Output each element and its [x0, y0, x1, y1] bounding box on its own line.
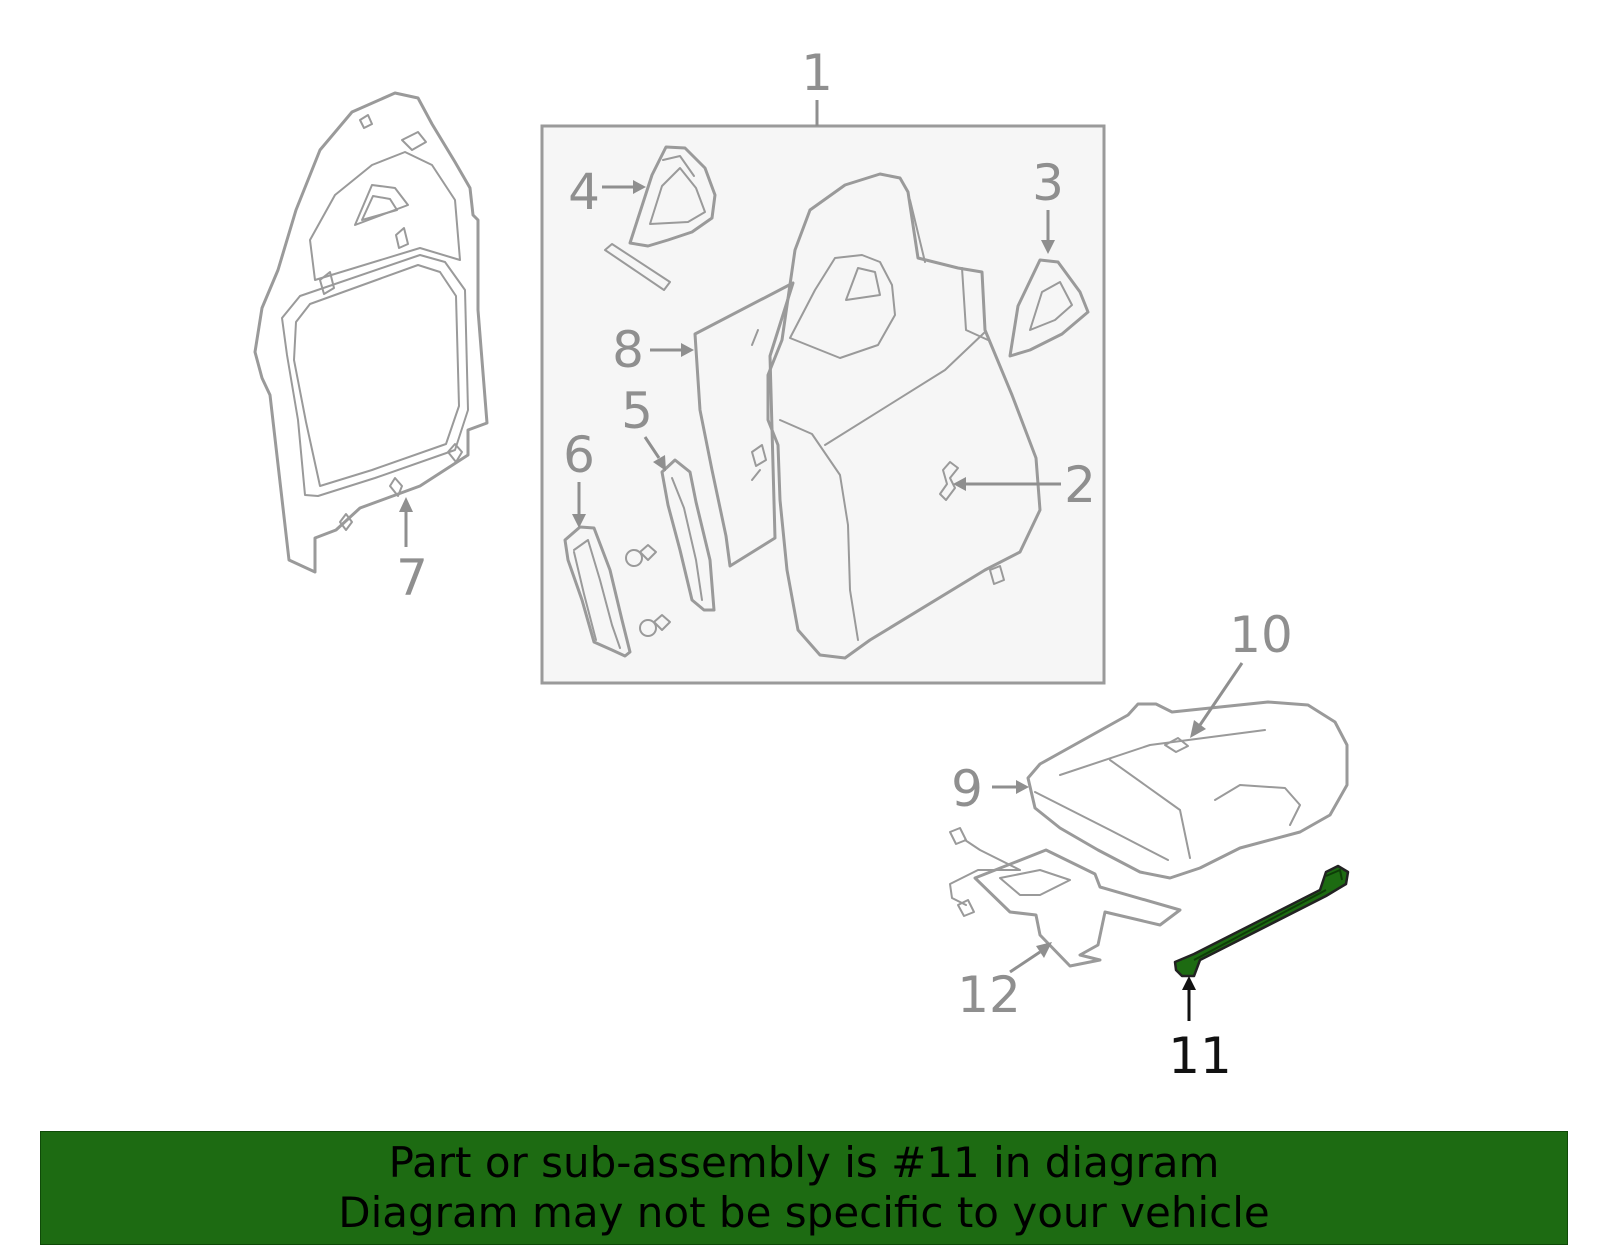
part-7-back-panel[interactable] — [253, 91, 489, 574]
callout-12[interactable]: 12 — [957, 966, 1021, 1024]
part-12-heater-pad[interactable] — [949, 827, 1182, 968]
callout-9[interactable]: 9 — [951, 760, 983, 818]
part-2-clip[interactable] — [939, 461, 959, 501]
callout-5-arrowhead — [653, 455, 666, 471]
callout-6[interactable]: 6 — [563, 426, 595, 484]
part-6-side-panel[interactable] — [563, 525, 632, 658]
banner-line-1: Part or sub-assembly is #11 in diagram — [388, 1138, 1220, 1187]
part-4-headrest-guide[interactable] — [628, 145, 717, 248]
banner-line-2: Diagram may not be specific to your vehi… — [338, 1188, 1270, 1237]
callout-12-leader — [1009, 950, 1041, 974]
callout-7[interactable]: 7 — [396, 549, 428, 607]
callout-4[interactable]: 4 — [568, 163, 600, 221]
clip-strip — [604, 243, 671, 291]
screw-lower — [639, 614, 671, 637]
callout-10-arrowhead — [1190, 720, 1206, 738]
callout-11-highlighted[interactable]: 11 — [1168, 1027, 1232, 1085]
callout-3-arrowhead — [1041, 240, 1055, 254]
callout-8-arrowhead — [681, 343, 694, 357]
callout-6-arrowhead — [572, 514, 586, 528]
part-5-trim-strip[interactable] — [660, 458, 716, 612]
callout-7-arrowhead — [399, 497, 413, 512]
callout-10[interactable]: 10 — [1229, 606, 1293, 664]
callout-11-arrowhead — [1182, 976, 1196, 990]
info-banner: Part or sub-assembly is #11 in diagram D… — [40, 1131, 1568, 1245]
part-1-seat-back[interactable] — [751, 172, 1042, 660]
screw-upper — [625, 544, 657, 567]
part-3-cap[interactable] — [1008, 258, 1090, 358]
callout-1[interactable]: 1 — [801, 44, 833, 102]
callout-2[interactable]: 2 — [1064, 456, 1096, 514]
callout-8[interactable]: 8 — [612, 321, 644, 379]
callout-2-arrowhead — [953, 477, 966, 491]
callout-4-arrowhead — [633, 180, 646, 194]
callout-9-arrowhead — [1016, 780, 1029, 794]
part-9-seat-cushion[interactable] — [1026, 700, 1349, 880]
callout-10-leader — [1198, 662, 1244, 726]
callout-3[interactable]: 3 — [1032, 154, 1064, 212]
assembly-box — [540, 124, 1106, 685]
callout-12-arrowhead — [1036, 942, 1052, 958]
part-11-seat-rail[interactable] — [1173, 864, 1350, 978]
callout-5-leader — [643, 436, 661, 459]
callout-5[interactable]: 5 — [621, 382, 653, 440]
